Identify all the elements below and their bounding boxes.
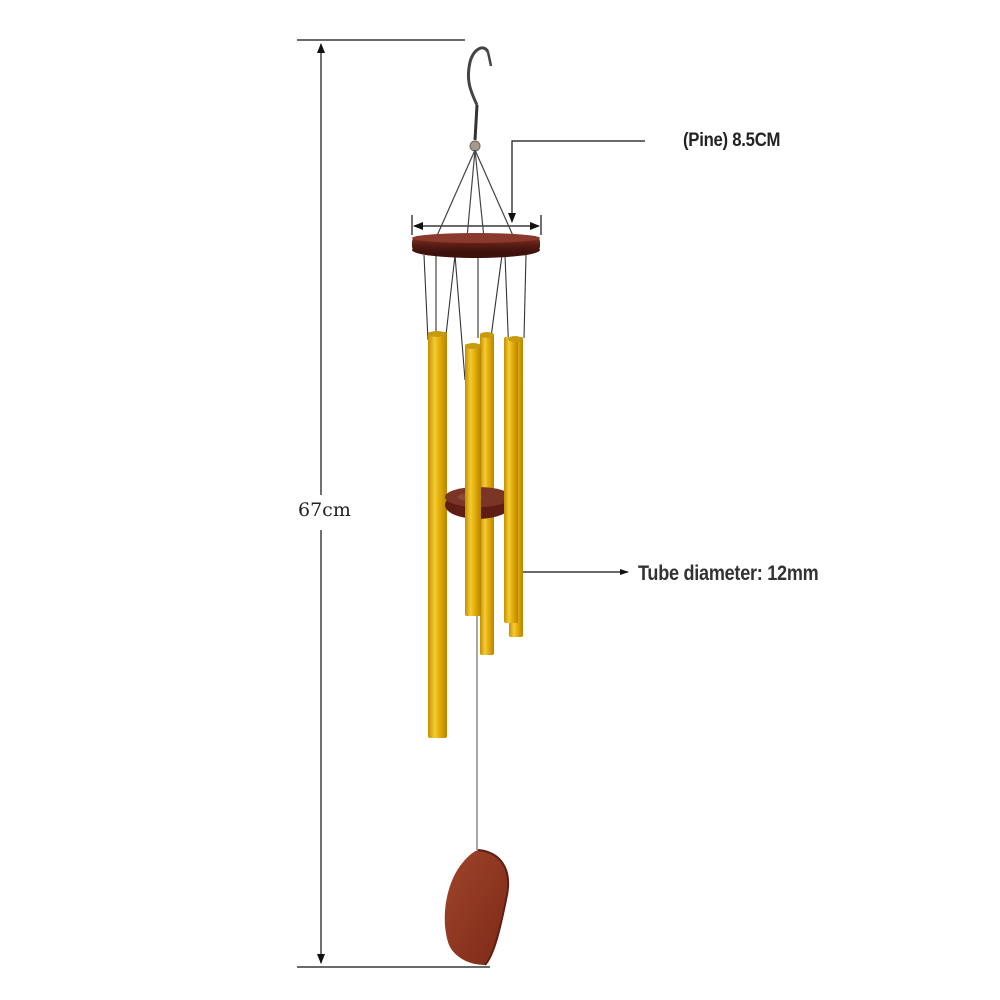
hook-icon xyxy=(466,46,493,152)
overall-height-label: 67cm xyxy=(298,497,351,523)
pine-callout-leader xyxy=(508,140,645,223)
top-wooden-ring xyxy=(412,233,540,258)
tube-2 xyxy=(465,344,481,616)
height-dimension xyxy=(297,39,490,968)
chime-tubes xyxy=(428,331,523,738)
top-strings xyxy=(435,149,515,239)
top-diameter-label: (Pine) 8.5CM xyxy=(683,130,781,151)
tube-diameter-label: Tube diameter: 12mm xyxy=(638,562,819,585)
tube-4 xyxy=(504,337,518,623)
tube-1 xyxy=(428,332,447,738)
top-diameter-dimension xyxy=(411,140,645,235)
wind-sail-leaf xyxy=(444,849,510,966)
